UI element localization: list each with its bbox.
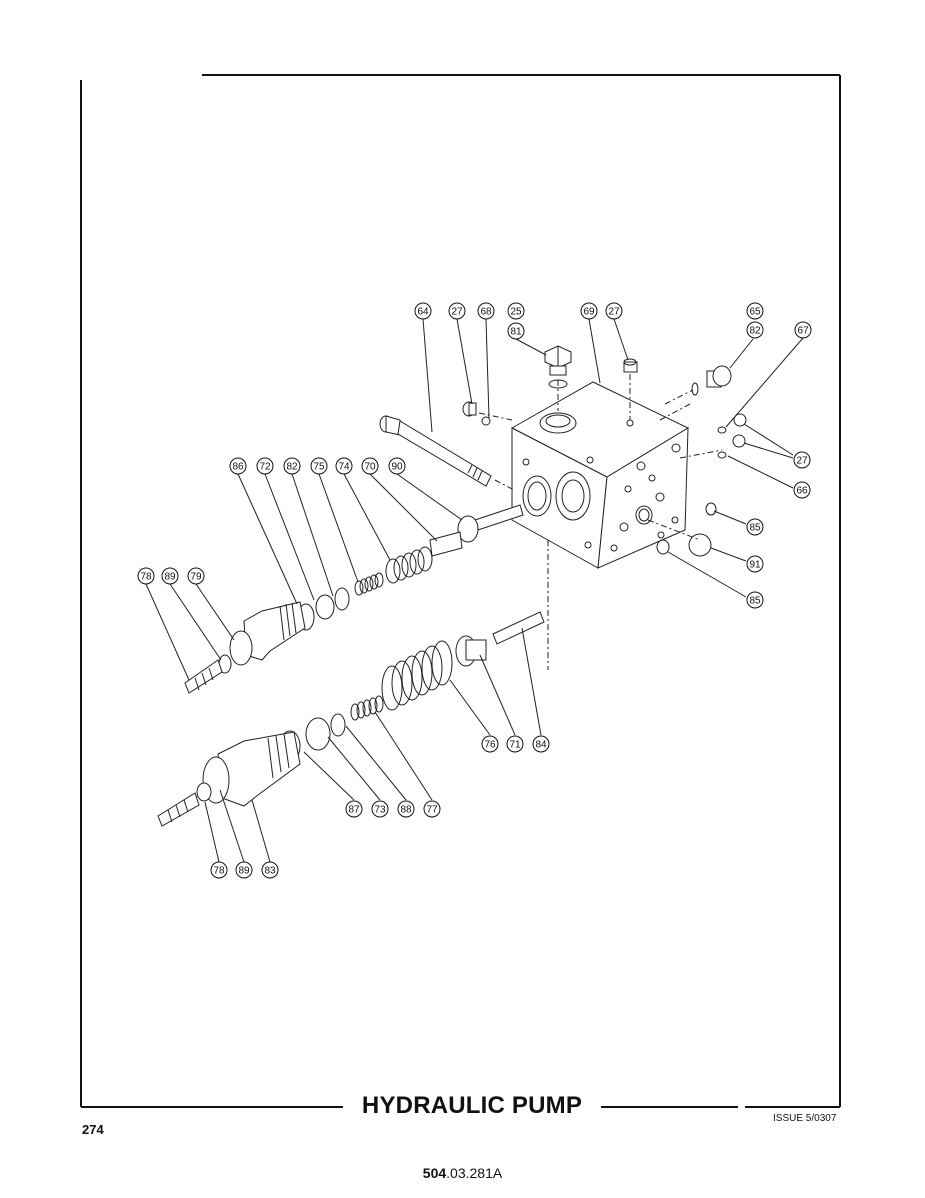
callout-label: 64: [417, 307, 429, 318]
callout-label: 86: [232, 462, 244, 473]
callout-label: 83: [264, 866, 276, 877]
callout-label: 67: [797, 326, 809, 337]
page-title: HYDRAULIC PUMP: [343, 1090, 601, 1122]
callout-label: 69: [583, 307, 595, 318]
callout-label: 66: [796, 486, 808, 497]
callout-label: 88: [400, 805, 412, 816]
callout-label: 75: [313, 462, 325, 473]
page-frame: [80, 74, 841, 1108]
callout-label: 25: [510, 307, 522, 318]
callout-label: 85: [749, 596, 761, 607]
callout-label: 76: [484, 740, 496, 751]
callout-label: 89: [164, 572, 176, 583]
callout-label: 72: [259, 462, 271, 473]
valve-block: [510, 381, 690, 569]
centerlines: [478, 374, 723, 670]
lower-cartridge: [157, 611, 545, 827]
callout-label: 84: [535, 740, 547, 751]
callout-label: 65: [749, 307, 761, 318]
page-number: 274: [82, 1122, 104, 1137]
small-plug-27-top: [623, 358, 638, 373]
callout-label: 73: [374, 805, 386, 816]
callout-bubbles: 64 27 68 25 81 69 27 65 82 67 27 66 85 9…: [137, 302, 812, 879]
valve-exploded-view: [145, 318, 804, 863]
plug-25: [544, 345, 572, 389]
callout-label: 89: [238, 866, 250, 877]
issue-label: ISSUE 5/0307: [773, 1113, 837, 1124]
figure-reference-bold: 504: [422, 1165, 447, 1181]
figure-reference: 504.03.281A: [0, 1165, 925, 1181]
callout-label: 78: [213, 866, 225, 877]
callout-label: 27: [608, 307, 620, 318]
plugs-left-top: [462, 401, 491, 426]
figure-reference-rest: .03.281A: [446, 1165, 503, 1181]
callout-label: 70: [364, 462, 376, 473]
callout-label: 77: [426, 805, 438, 816]
callout-label: 68: [480, 307, 492, 318]
callout-label: 91: [749, 560, 761, 571]
callout-label: 27: [451, 307, 463, 318]
upper-cartridge: [184, 504, 524, 694]
callout-label: 27: [796, 456, 808, 467]
bolt-64: [379, 415, 492, 487]
callout-label: 74: [338, 462, 350, 473]
callout-label: 78: [140, 572, 152, 583]
callout-label: 90: [391, 462, 403, 473]
callout-label: 71: [509, 740, 521, 751]
leader-lines: [145, 318, 804, 863]
right-fittings: [656, 365, 747, 557]
callout-label: 85: [749, 523, 761, 534]
callout-label: 82: [286, 462, 298, 473]
callout-label: 79: [190, 572, 202, 583]
callout-label: 81: [510, 327, 522, 338]
callout-label: 87: [348, 805, 360, 816]
callout-label: 82: [749, 326, 761, 337]
